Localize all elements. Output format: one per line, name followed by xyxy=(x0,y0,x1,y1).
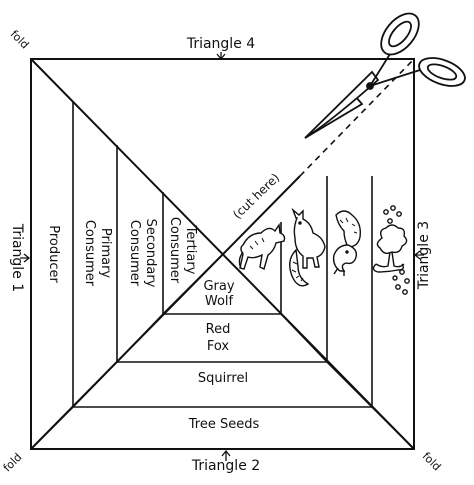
secondary-consumer-label: SecondaryConsumer xyxy=(127,219,158,288)
red-fox-picture xyxy=(289,207,326,287)
primary-consumer-label: PrimaryConsumer xyxy=(82,220,113,287)
triangle-2-label: Triangle 2 xyxy=(191,458,260,474)
triangle-3-arrow xyxy=(413,250,424,260)
tree-seeds-picture xyxy=(372,205,410,295)
cut-here-label: (cut here) xyxy=(230,171,282,222)
gray-wolf-picture xyxy=(238,223,286,271)
level-frames xyxy=(30,101,415,450)
scissors-icon[interactable] xyxy=(304,7,469,139)
fold-label-bottom-left: fold xyxy=(1,451,25,475)
triangle-4-label: Triangle 4 xyxy=(186,36,255,52)
producer-label: Producer xyxy=(46,225,61,283)
squirrel-label: Squirrel xyxy=(198,371,248,386)
tree-seeds-label: Tree Seeds xyxy=(188,417,260,432)
triangle-2-arrow xyxy=(221,449,231,461)
fold-label-top-left: fold xyxy=(8,28,32,52)
tertiary-consumer-label: TertiaryConsumer xyxy=(167,217,198,284)
fold-label-bottom-right: fold xyxy=(420,450,444,474)
squirrel-picture xyxy=(332,210,362,276)
triangle-4-arrow xyxy=(216,52,226,61)
triangle-1-arrow xyxy=(20,253,31,263)
triangle-1-label: Triangle 1 xyxy=(9,223,25,292)
